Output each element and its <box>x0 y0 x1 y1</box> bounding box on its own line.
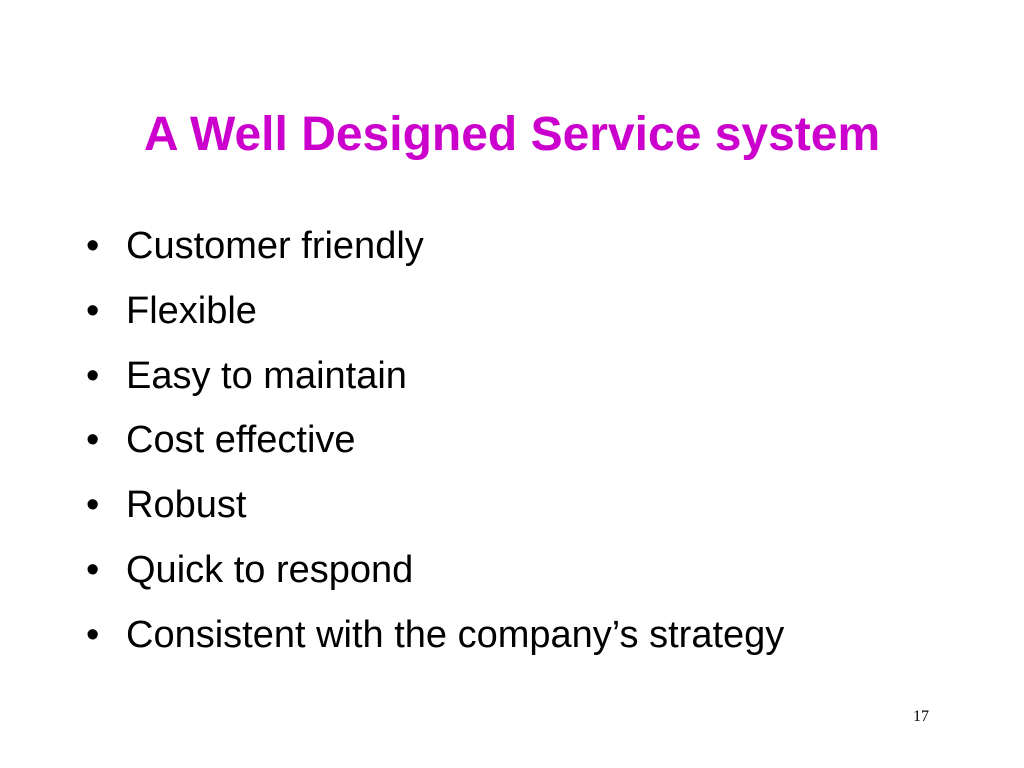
bullet-text: Easy to maintain <box>126 354 407 397</box>
bullet-text: Quick to respond <box>126 548 414 591</box>
slide-title: A Well Designed Service system <box>143 108 881 161</box>
bullet-icon: • <box>86 354 100 397</box>
bullet-icon: • <box>86 225 100 267</box>
list-item: • Quick to respond <box>86 549 784 614</box>
bullet-text: Consistent with the company’s strategy <box>126 613 785 656</box>
list-item: • Robust <box>86 484 784 549</box>
bullet-icon: • <box>86 289 100 332</box>
bullet-icon: • <box>86 613 100 656</box>
bullet-text: Customer friendly <box>126 225 424 267</box>
bullet-icon: • <box>86 484 100 527</box>
bullet-list: • Customer friendly • Flexible • Easy to… <box>86 225 784 679</box>
bullet-text: Cost effective <box>126 419 356 462</box>
bullet-text: Flexible <box>126 289 257 332</box>
bullet-icon: • <box>86 419 100 462</box>
page-number: 17 <box>913 708 929 725</box>
bullet-icon: • <box>86 548 100 591</box>
list-item: • Consistent with the company’s strategy <box>86 614 784 679</box>
list-item: • Flexible <box>86 290 784 355</box>
list-item: • Easy to maintain <box>86 355 784 420</box>
list-item: • Customer friendly <box>86 225 784 290</box>
bullet-text: Robust <box>126 484 247 527</box>
list-item: • Cost effective <box>86 419 784 484</box>
